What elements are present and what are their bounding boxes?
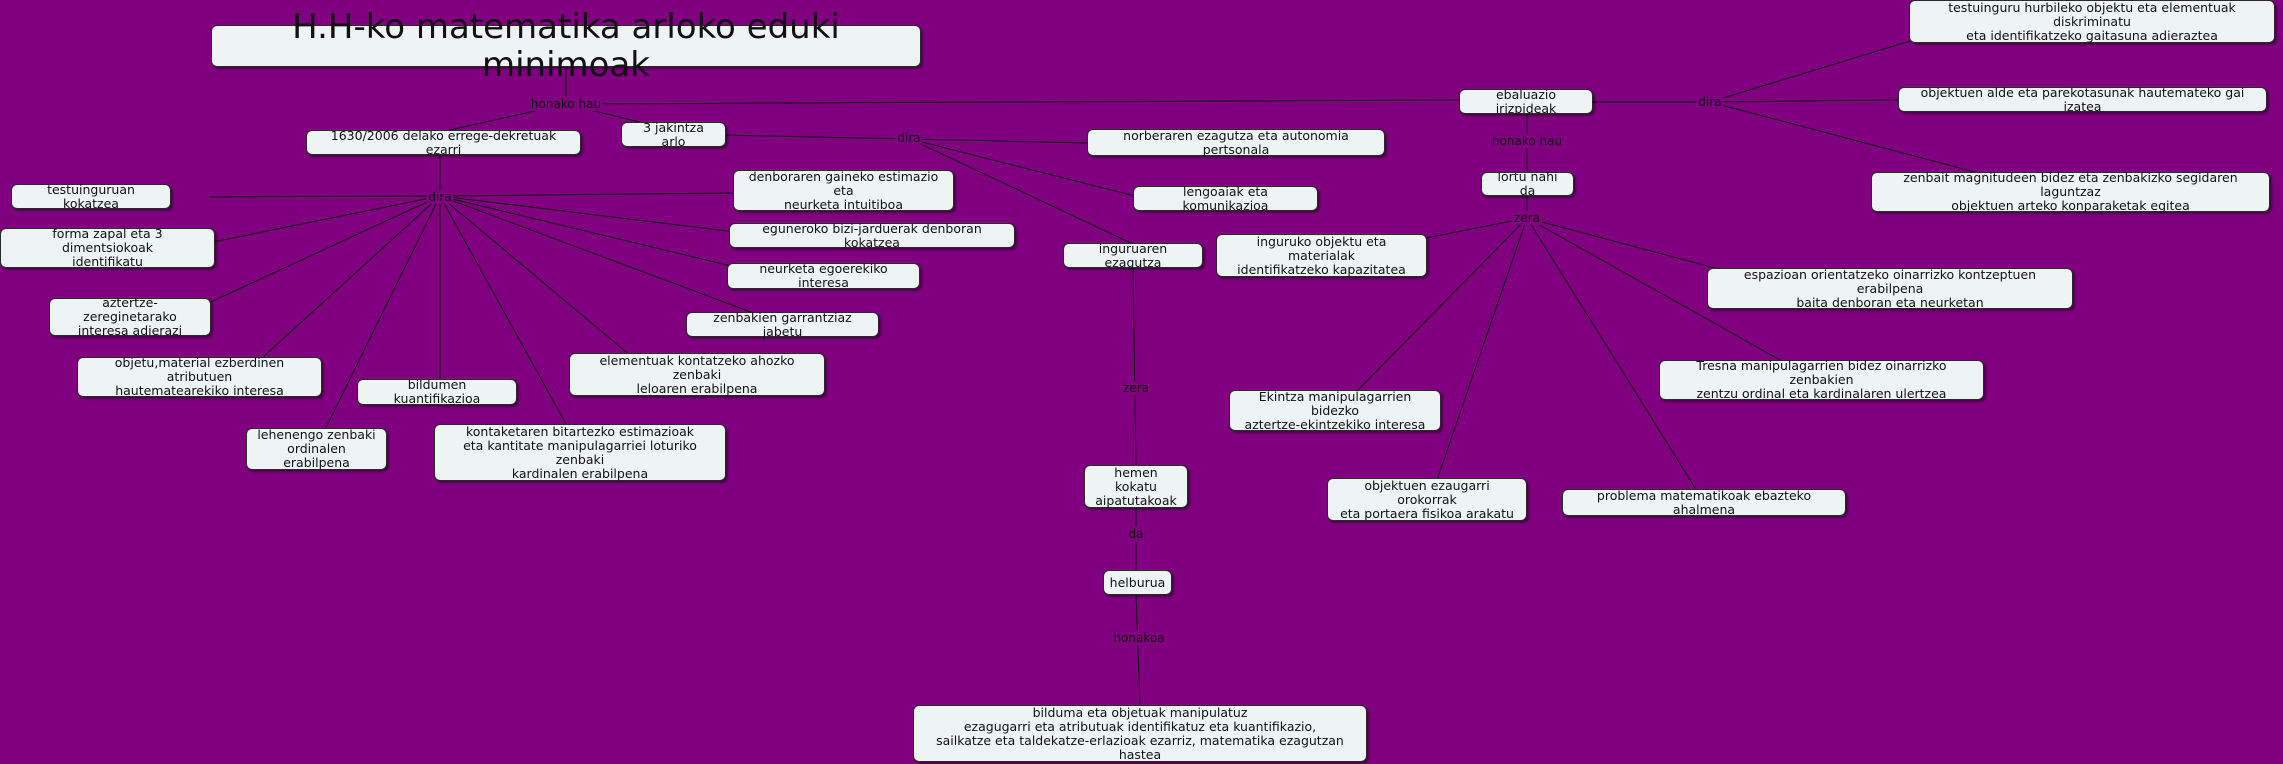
node-content-shapes[interactable]: forma zapal eta 3 dimentsiokoak identifi…	[0, 227, 215, 269]
node-content-attributes[interactable]: objetu,material ezberdinen atributuen ha…	[77, 356, 322, 398]
node-goal-problem-solving[interactable]: problema matematikoak ebazteko ahalmena	[1562, 488, 1846, 516]
link-label-dira-right: dira	[1696, 95, 1724, 109]
link-label-zera-right: zera	[1512, 211, 1542, 225]
node-area-self-knowledge[interactable]: norberaren ezagutza eta autonomia pertso…	[1087, 128, 1385, 156]
node-content-quantification[interactable]: bildumen kuantifikazioa	[357, 378, 517, 406]
node-content-ordinals[interactable]: lehenengo zenbaki ordinalen erabilpena	[246, 428, 387, 470]
node-evaluation-criteria[interactable]: ebaluazio irizpideak	[1459, 87, 1593, 115]
node-criterion-comparisons[interactable]: zenbait magnitudeen bidez eta zenbakizko…	[1871, 171, 2270, 213]
node-content-time-estimation[interactable]: denboraren gaineko estimazio eta neurket…	[733, 169, 954, 211]
node-goal-manipulative-actions[interactable]: Ekintza manipulagarrien bidezko aztertze…	[1229, 389, 1441, 431]
node-content-counting[interactable]: elementuak kontatzeko ahozko zenbaki lel…	[569, 353, 825, 396]
link-label-dira-left: dira	[426, 190, 454, 204]
node-content-number-importance[interactable]: zenbakien garrantziaz jabetu	[686, 310, 879, 338]
map-title: H.H-ko matematika arloko eduki minimoak	[211, 8, 921, 84]
node-content-measurement[interactable]: neurketa egoerekiko interesa	[727, 262, 920, 290]
node-objective-detail[interactable]: bilduma eta objetuak manipulatuz ezaguga…	[913, 705, 1367, 762]
node-area-languages[interactable]: lengoaiak eta komunikazioa	[1133, 184, 1318, 212]
node-content-estimation[interactable]: kontaketaren bitartezko estimazioak eta …	[434, 424, 726, 481]
node-goal-ordinal-cardinal[interactable]: Tresna manipulagarrien bidez oinarrizko …	[1659, 359, 1984, 401]
link-label-honako-hau-2: honako hau	[1489, 134, 1565, 148]
node-three-areas[interactable]: 3 jakintza arlo	[621, 120, 726, 148]
node-decree[interactable]: 1630/2006 delako errege-dekretuak ezarri	[306, 128, 581, 156]
node-content-daily-activities[interactable]: eguneroko bizi-jarduerak denboran kokatz…	[729, 221, 1015, 249]
node-goal-identify-objects[interactable]: inguruko objektu eta materialak identifi…	[1216, 234, 1427, 277]
node-objective[interactable]: helburua	[1103, 570, 1172, 595]
node-criterion-differences[interactable]: objektuen alde eta parekotasunak hautema…	[1898, 85, 2267, 113]
link-label-zera-mid: zera	[1121, 381, 1151, 395]
node-criterion-discriminate[interactable]: testuinguru hurbileko objektu eta elemen…	[1909, 0, 2275, 43]
link-label-da: da	[1126, 527, 1146, 541]
link-label-honako-hau: honako hau	[528, 97, 604, 111]
node-content-context[interactable]: testuinguruan kokatzea	[11, 182, 171, 210]
node-goal-spatial-concepts[interactable]: espazioan orientatzeko oinarrizko kontze…	[1707, 267, 2073, 309]
node-goal-intro[interactable]: lortu nahi da	[1481, 170, 1574, 198]
link-label-honakoa: honakoa	[1111, 631, 1167, 645]
link-label-dira-mid: dira	[895, 131, 923, 145]
node-content-analysis-interest[interactable]: aztertze-zereginetarako interesa adieraz…	[49, 296, 211, 338]
node-goal-physical-behaviour[interactable]: objektuen ezaugarri orokorrak eta portae…	[1327, 478, 1527, 521]
node-area-environment[interactable]: inguruaren ezagutza	[1063, 241, 1203, 269]
node-place-here[interactable]: hemen kokatu aipatutakoak	[1084, 465, 1188, 508]
